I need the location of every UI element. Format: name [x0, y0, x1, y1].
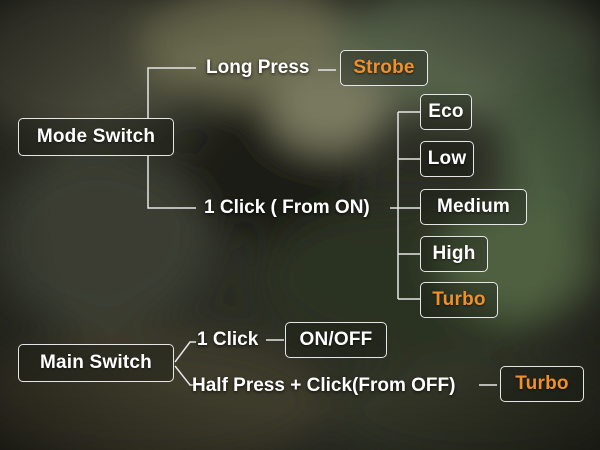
long-press-label: Long Press — [206, 57, 310, 78]
mode-label-eco: Eco — [428, 101, 464, 122]
mode-label-medium: Medium — [437, 196, 510, 217]
main-turbo-node: Turbo — [500, 366, 584, 402]
click-from-on-label: 1 Click ( From ON) — [204, 197, 370, 218]
main-switch-label: Main Switch — [40, 352, 152, 373]
mode-switch-node: Mode Switch — [18, 118, 174, 156]
strobe-label: Strobe — [353, 57, 415, 78]
on-off-label: ON/OFF — [299, 329, 373, 350]
mode-label-high: High — [432, 243, 476, 264]
mode-node-medium: Medium — [420, 189, 527, 225]
main-switch-node: Main Switch — [18, 344, 174, 382]
mode-node-low: Low — [420, 141, 474, 177]
strobe-node: Strobe — [340, 50, 428, 86]
half-press-label: Half Press + Click(From OFF) — [192, 375, 456, 396]
mode-switch-label: Mode Switch — [36, 126, 156, 147]
mode-node-high: High — [420, 236, 488, 272]
on-off-node: ON/OFF — [285, 322, 387, 358]
mode-node-turbo: Turbo — [420, 282, 498, 318]
mode-label-turbo: Turbo — [432, 289, 486, 310]
main-turbo-label: Turbo — [515, 373, 569, 394]
one-click-label: 1 Click — [197, 329, 259, 350]
mode-node-eco: Eco — [420, 94, 472, 130]
mode-label-low: Low — [427, 148, 467, 169]
